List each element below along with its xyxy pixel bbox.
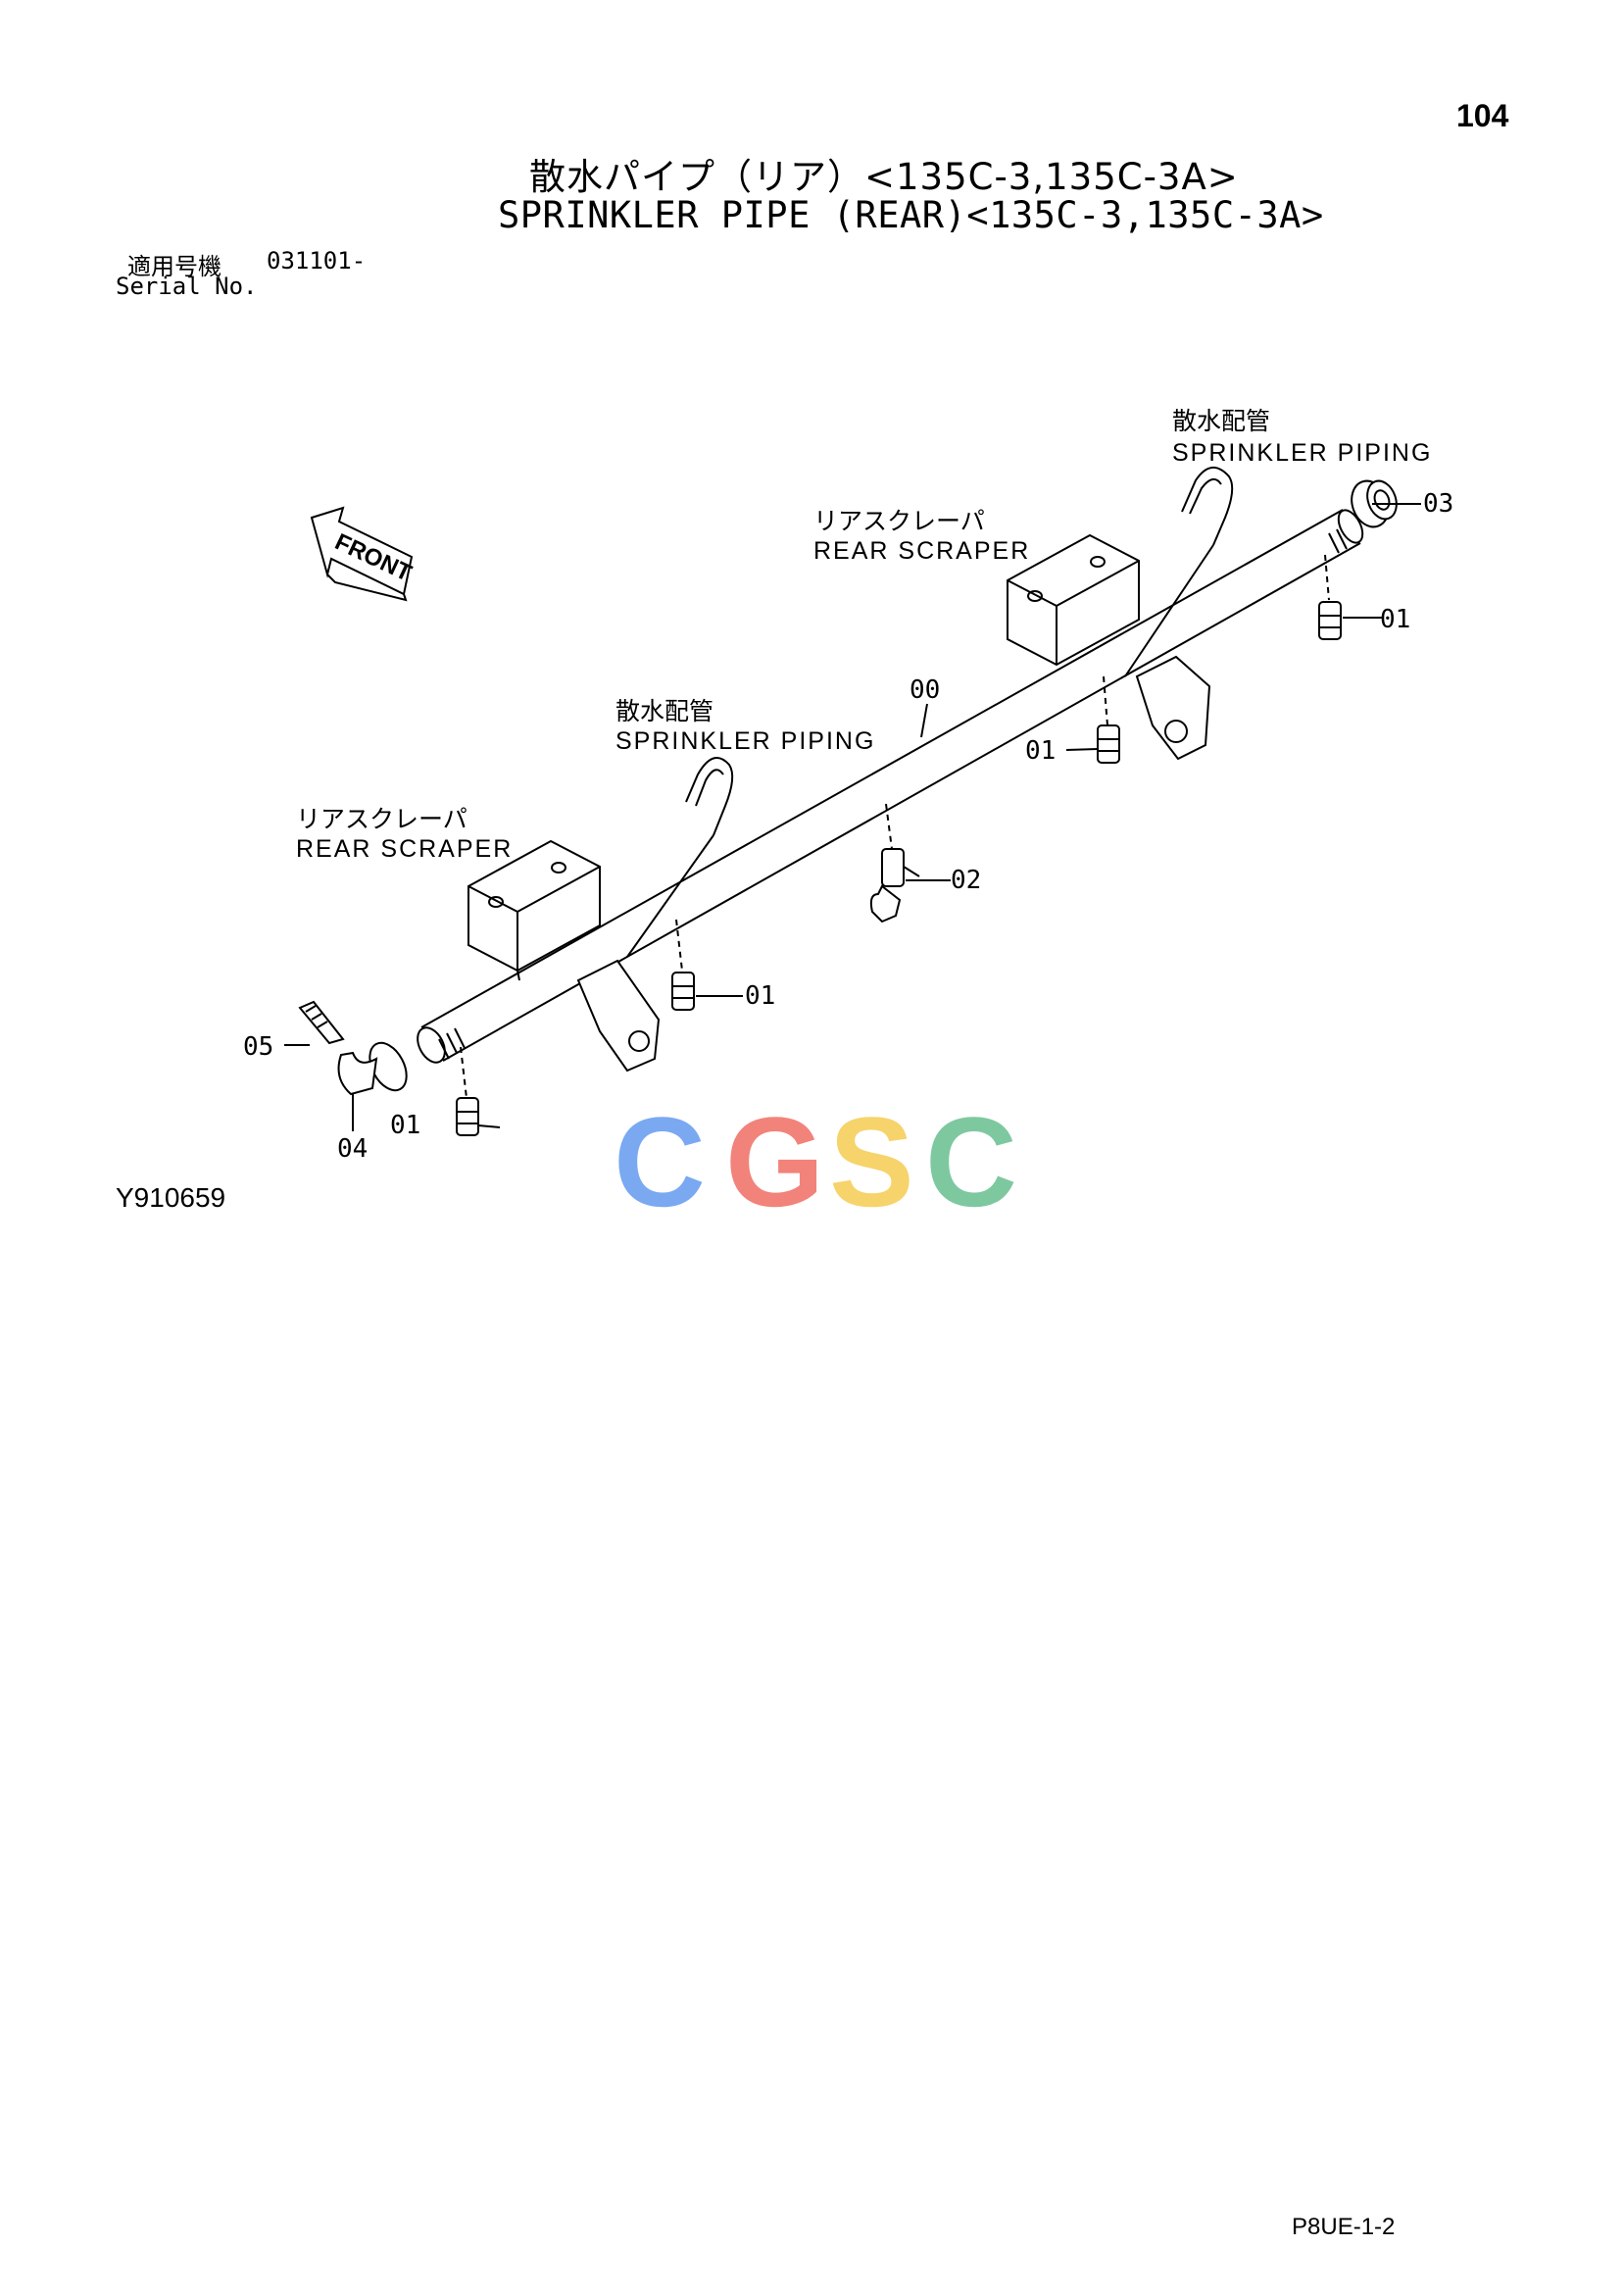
sprinkler-hose-left (626, 756, 734, 958)
title-japanese: 散水パイプ（リア）<135C-3,135C-3A> (529, 156, 1239, 198)
label-sprinkler-piping-en: SPRINKLER PIPING (1172, 439, 1432, 467)
front-arrow-icon: FRONT (310, 506, 416, 602)
watermark-letter: G (725, 1090, 824, 1233)
part-number: 01 (745, 981, 775, 1011)
watermark-letter: C (614, 1090, 706, 1233)
title-english: SPRINKLER PIPE (REAR)<135C-3,135C-3A> (498, 194, 1324, 236)
label-sprinkler-piping-en: SPRINKLER PIPING (615, 727, 875, 755)
serial-label-japanese: 適用号機 (127, 253, 221, 280)
part-number: 01 (390, 1111, 420, 1140)
watermark-letter: C (925, 1090, 1017, 1233)
callout-labels: 散水配管 SPRINKLER PIPING リアスクレーパ REAR SCRAP… (243, 407, 1453, 1164)
sprinkler-pipe (417, 509, 1364, 1064)
cap-fitting (1351, 479, 1398, 528)
label-sprinkler-piping-jp: 散水配管 (615, 697, 713, 725)
part-number: 01 (1025, 736, 1056, 766)
elbow-fitting (298, 1000, 408, 1096)
drain-valve (869, 803, 920, 923)
label-rear-scraper-jp: リアスクレーパ (813, 507, 985, 535)
part-number: 01 (1380, 605, 1410, 634)
nipple-fitting (456, 1046, 479, 1136)
footer-code: P8UE-1-2 (1292, 2214, 1396, 2240)
serial-value: 031101- (267, 247, 367, 275)
nipple-fitting (1318, 554, 1342, 640)
nipple-fitting (1097, 675, 1120, 764)
part-number: 02 (951, 866, 981, 895)
label-sprinkler-piping-jp: 散水配管 (1172, 407, 1270, 435)
sprinkler-hose-right (1124, 467, 1234, 677)
label-rear-scraper-en: REAR SCRAPER (296, 835, 513, 863)
part-number: 03 (1423, 489, 1453, 519)
part-number: 05 (243, 1032, 273, 1062)
leader-lines (284, 503, 1421, 1131)
nipple-fitting (671, 919, 695, 1011)
label-rear-scraper-en: REAR SCRAPER (813, 537, 1030, 565)
watermark-letter: S (829, 1090, 914, 1233)
rear-scraper-right (1007, 533, 1211, 761)
page-number: 104 (1456, 98, 1509, 133)
label-rear-scraper-jp: リアスクレーパ (296, 805, 467, 833)
drawing-number: Y910659 (116, 1182, 226, 1213)
rear-scraper-left (467, 839, 661, 1073)
cgsc-watermark-logo: C G S C (614, 1090, 1017, 1233)
part-number: 04 (337, 1134, 368, 1164)
serial-label-english: Serial No. (116, 273, 258, 300)
part-number: 00 (910, 675, 940, 705)
parts-diagram: FRONT (243, 407, 1453, 1233)
